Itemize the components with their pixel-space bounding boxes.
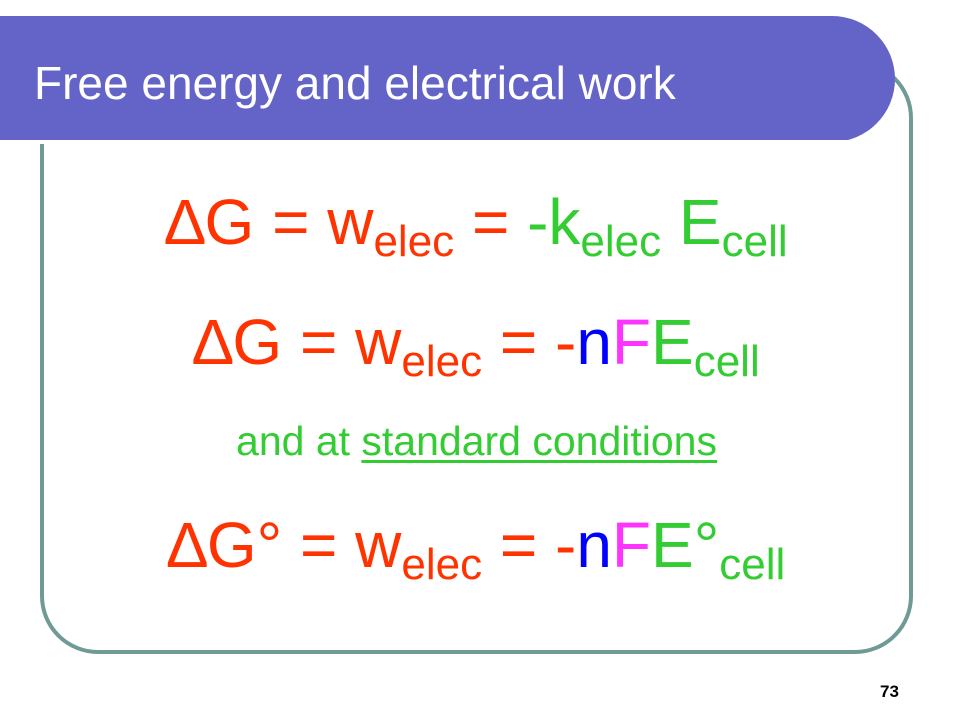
conditions-prefix: and at	[236, 418, 362, 464]
minus-sign: -	[555, 509, 577, 581]
faraday-term: F	[611, 509, 652, 581]
standard-conditions-line: and at standard conditions	[40, 418, 913, 465]
title-underline-rule	[0, 140, 848, 144]
work-symbol: w	[355, 509, 402, 581]
n-term: n	[576, 306, 612, 378]
slide-title: Free energy and electrical work	[34, 57, 676, 109]
faraday-term: F	[611, 306, 652, 378]
equals-sign: =	[482, 306, 556, 378]
title-bar: Free energy and electrical work	[0, 16, 895, 144]
degree-symbol: °	[256, 509, 283, 581]
work-symbol: w	[355, 306, 402, 378]
delta-g-term: ∆G	[193, 306, 283, 378]
e-cell-subscript: cell	[693, 337, 760, 387]
equation-standard-delta-g: ∆G° = welec = -nFE°cell	[40, 513, 913, 587]
work-subscript: elec	[401, 540, 483, 590]
work-subscript: elec	[401, 337, 483, 387]
equals-sign: =	[482, 509, 556, 581]
equals-sign: =	[282, 306, 356, 378]
equation-delta-g-nfe: ∆G = welec = -nFEcell	[40, 310, 913, 384]
delta-g-term: ∆G	[165, 186, 255, 258]
k-elec-subscript: elec	[580, 217, 662, 267]
e-cell-term: E	[651, 509, 694, 581]
equals-sign: =	[454, 186, 528, 258]
minus-sign: -	[555, 306, 577, 378]
k-elec-term: -k	[527, 186, 581, 258]
equation-delta-g-k-elec: ∆G = welec = -kelec Ecell	[40, 190, 913, 264]
spacer	[661, 186, 679, 258]
n-term: n	[576, 509, 612, 581]
e-cell-subscript: cell	[719, 540, 786, 590]
standard-conditions-text: standard conditions	[361, 418, 717, 464]
equals-sign: =	[254, 186, 328, 258]
work-subscript: elec	[373, 217, 455, 267]
degree-symbol: °	[693, 509, 720, 581]
work-symbol: w	[327, 186, 374, 258]
equals-sign: =	[282, 509, 356, 581]
e-cell-term: E	[651, 306, 694, 378]
delta-g-term: ∆G	[167, 509, 257, 581]
e-cell-term: E	[678, 186, 722, 258]
page-number: 73	[880, 682, 899, 701]
e-cell-subscript: cell	[721, 217, 788, 267]
